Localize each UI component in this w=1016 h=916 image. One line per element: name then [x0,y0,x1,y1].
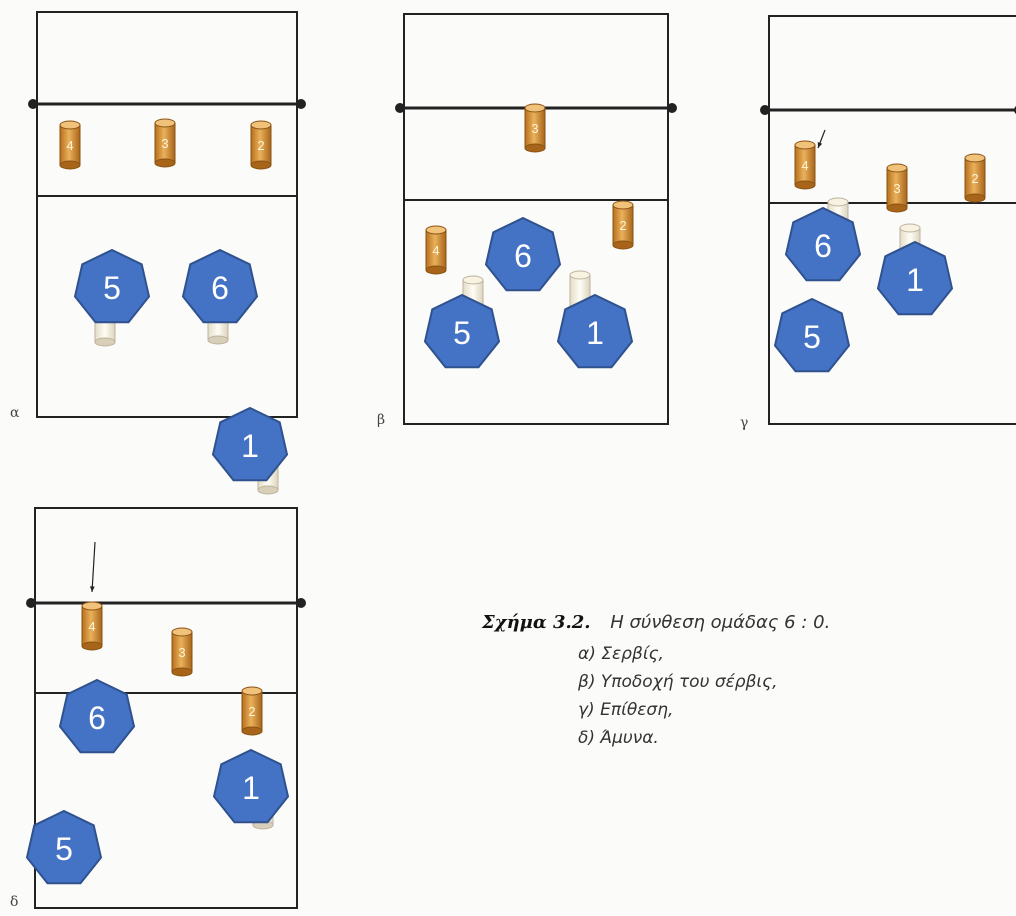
front-player-cylinder-3: 3 [886,163,908,213]
front-player-cylinder-3-number: 3 [178,645,185,660]
court-panel-delta: δ 4 3 2 6 1 5 [10,507,306,910]
front-player-cylinder-3-number: 3 [161,136,168,151]
player-marker-6: 6 [484,216,562,292]
player-marker-5-number: 5 [55,831,73,867]
court-outline [768,15,1016,425]
movement-arrow [91,541,96,593]
net-post [296,598,306,608]
net-post [667,103,677,113]
player-marker-1-number: 1 [241,428,259,464]
player-marker-1: 1 [876,240,954,316]
court-outline [34,507,298,909]
net-post [395,103,405,113]
caption-item-defense: δ) Άμυνα. [578,728,659,748]
front-player-cylinder-4-number: 4 [432,243,439,258]
net-post [760,105,770,115]
player-marker-1-number: 1 [906,262,924,298]
panel-label: γ [740,415,748,431]
player-marker-6: 6 [58,678,136,754]
front-player-cylinder-3: 3 [524,103,546,153]
arrow-head [817,142,823,148]
front-player-cylinder-4-number: 4 [801,158,808,173]
player-marker-1-number: 1 [586,315,604,351]
front-player-cylinder-3-number: 3 [531,121,538,136]
panel-label: β [377,412,385,428]
front-player-cylinder-4: 4 [59,120,81,170]
court-panel-beta: β 3 2 4 6 5 1 [377,13,677,428]
player-marker-5-number: 5 [803,319,821,355]
front-player-cylinder-4-number: 4 [66,138,73,153]
front-player-cylinder-4: 4 [794,140,816,190]
player-marker-5: 5 [423,293,501,369]
front-player-cylinder-3-number: 3 [893,181,900,196]
player-marker-5-number: 5 [103,270,121,306]
front-player-cylinder-2-number: 2 [619,218,626,233]
net-post [296,99,306,109]
caption-item-serve: α) Σερβίς, [578,644,664,664]
player-marker-6-number: 6 [88,700,106,736]
figure-caption-label: Σχήμα 3.2. [482,612,591,633]
front-player-cylinder-3: 3 [171,627,193,677]
caption-item-reception: β) Υποδοχή του σέρβις, [578,672,778,692]
player-marker-5: 5 [73,248,151,324]
player-marker-1: 1 [211,406,289,482]
player-marker-6-number: 6 [514,238,532,274]
front-player-cylinder-4-number: 4 [88,619,95,634]
front-player-cylinder-4: 4 [81,601,103,651]
front-player-cylinder-2: 2 [250,120,272,170]
front-player-cylinder-2-number: 2 [248,704,255,719]
front-player-cylinder-2: 2 [964,153,986,203]
court-outline [36,11,298,418]
player-marker-6-number: 6 [211,270,229,306]
panel-label: δ [10,894,18,910]
front-player-cylinder-2: 2 [612,200,634,250]
front-player-cylinder-2-number: 2 [257,138,264,153]
net-post [26,598,36,608]
player-marker-5-number: 5 [453,315,471,351]
court-panel-alpha: α 4 3 2 5 6 1 [10,11,306,495]
front-player-cylinder-3: 3 [154,118,176,168]
player-marker-1: 1 [212,748,290,824]
player-marker-6: 6 [784,206,862,282]
player-marker-5: 5 [25,809,103,885]
figure-caption-text: Η σύνθεση ομάδας 6 : 0. [610,612,831,633]
front-player-cylinder-2: 2 [241,686,263,736]
front-player-cylinder-4: 4 [425,225,447,275]
player-marker-5: 5 [773,297,851,373]
court-panel-gamma: γ 4 3 2 6 1 5 [740,15,1016,431]
player-marker-6-number: 6 [814,228,832,264]
caption-item-attack: γ) Επίθεση, [578,700,674,720]
player-marker-6: 6 [181,248,259,324]
player-marker-1-number: 1 [242,770,260,806]
player-marker-1: 1 [556,293,634,369]
panel-label: α [10,405,20,421]
arrow-head [90,586,95,592]
court-outline [403,13,669,425]
front-player-cylinder-2-number: 2 [971,171,978,186]
net-post [28,99,38,109]
figure-caption-title: Σχήμα 3.2. Η σύνθεση ομάδας 6 : 0. [482,612,830,633]
